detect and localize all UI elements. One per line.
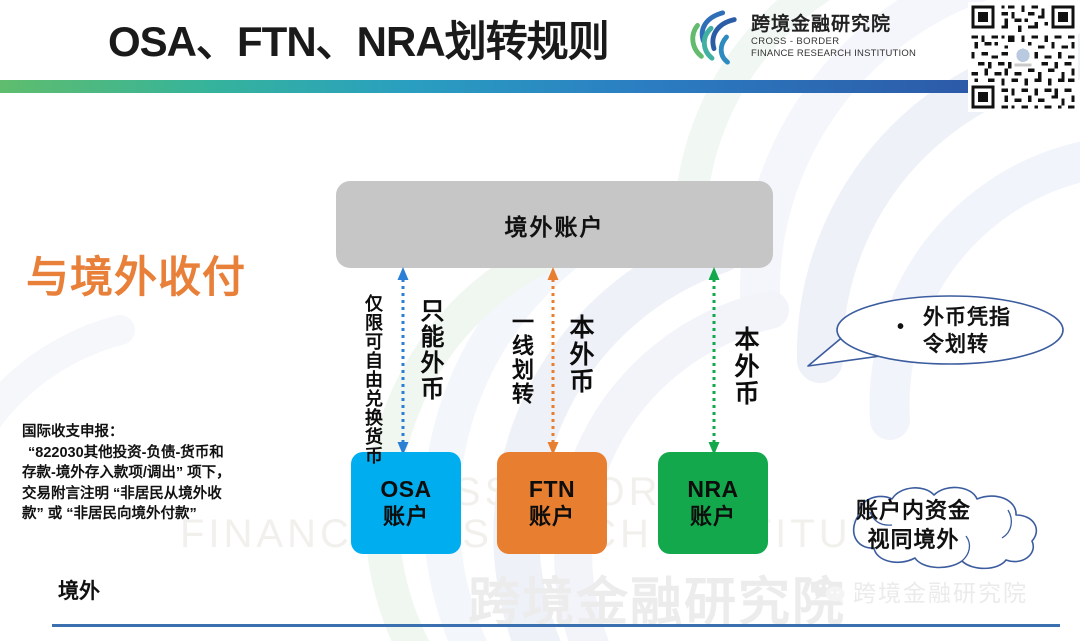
note-line-5: 款” 或 “非居民向境外付款” xyxy=(22,506,197,523)
wechat-icon xyxy=(813,579,845,604)
wechat-account-name: 跨境金融研究院 xyxy=(853,580,1028,606)
osa-arrow-label-left: 仅限可自由兑换货币 xyxy=(363,294,383,465)
cloud-callout xyxy=(852,486,1038,570)
ftn-account-box: FTN 账户 xyxy=(497,452,607,554)
osa-arrow-label-right: 只能外币 xyxy=(416,298,443,402)
nra-account-cn: 账户 xyxy=(689,503,736,529)
osa-account-code: OSA xyxy=(380,476,432,503)
overseas-account-box: 境外账户 xyxy=(336,181,773,268)
header-gradient-rule xyxy=(0,80,968,93)
nra-account-box: NRA 账户 xyxy=(658,452,768,554)
overseas-account-label: 境外账户 xyxy=(504,213,605,240)
nra-arrow-icon xyxy=(708,267,720,455)
arc-swirl-logo-icon xyxy=(690,10,737,65)
wechat-account-badge: 跨境金融研究院 xyxy=(812,574,1028,608)
nra-account-code: NRA xyxy=(687,476,739,503)
ftn-arrow-label-right: 本外币 xyxy=(566,314,594,395)
note-line-4: 交易附言注明 “非居民从境外收 xyxy=(22,485,222,502)
ftn-account-code: FTN xyxy=(528,476,576,503)
page-title: OSA、FTN、NRA划转规则 xyxy=(108,18,610,65)
offshore-zone-label: 境外 xyxy=(58,580,100,603)
ftn-arrow-label-left: 一线划转 xyxy=(509,310,534,406)
ftn-account-cn: 账户 xyxy=(528,503,575,529)
footer-rule xyxy=(52,624,1060,627)
brand-lockup: 跨境金融研究院 CROSS - BORDER FINANCE RESEARCH … xyxy=(684,8,916,66)
speech-bubble-bullet: • xyxy=(897,316,905,338)
brand-name-en-line2: FINANCE RESEARCH INSTITUTION xyxy=(751,47,916,59)
brand-name-en-line1: CROSS - BORDER xyxy=(751,35,840,47)
brand-name-cn: 跨境金融研究院 xyxy=(751,13,892,35)
qr-code-icon xyxy=(968,2,1078,112)
balance-of-payments-note: 国际收支申报： “822030其他投资-负债-货币和 存款-境外存入款项/调出”… xyxy=(22,422,322,525)
speech-bubble-text: 外币凭指 令划转 xyxy=(923,306,1011,357)
cloud-callout-text: 账户内资金 视同境外 xyxy=(856,498,972,552)
osa-account-box: OSA 账户 xyxy=(351,452,461,554)
note-line-3: 存款-境外存入款项/调出” 项下， xyxy=(22,465,231,482)
nra-arrow-label-right: 本外币 xyxy=(731,326,759,407)
section-heading: 与境外收付 xyxy=(26,254,246,302)
osa-account-cn: 账户 xyxy=(382,503,429,529)
slide-header: OSA、FTN、NRA划转规则 跨境金融研究院 CROSS - BORDER F… xyxy=(0,0,1080,78)
note-line-2: “822030其他投资-负债-货币和 xyxy=(28,444,224,461)
note-line-1: 国际收支申报： xyxy=(22,424,124,440)
